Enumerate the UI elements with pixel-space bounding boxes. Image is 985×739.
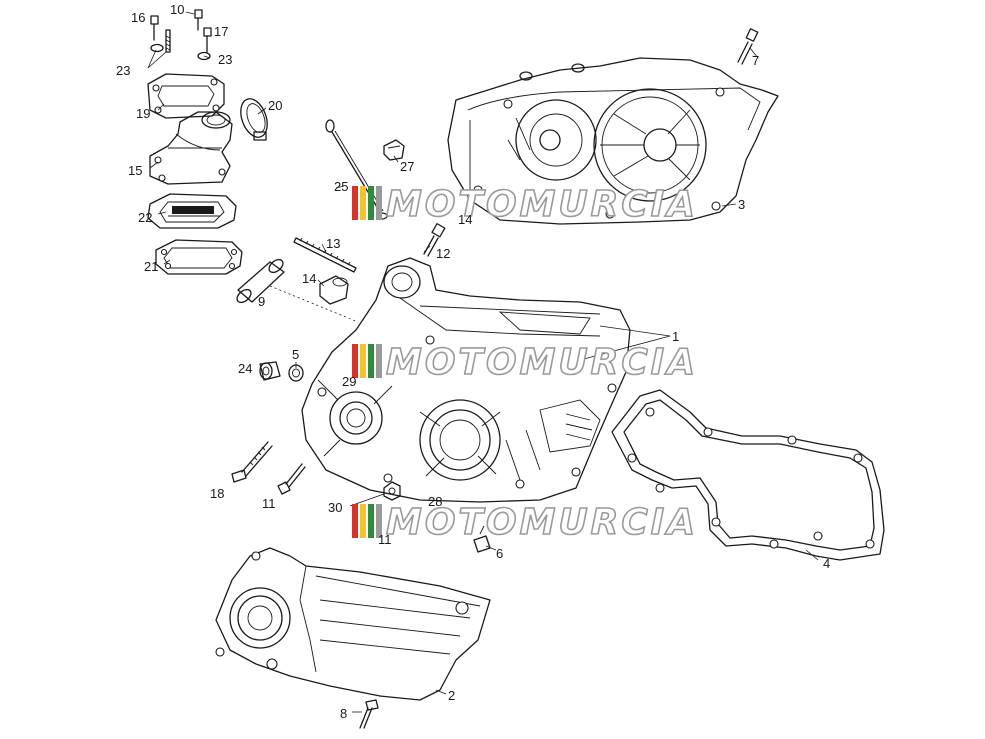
callout-23: 23 xyxy=(218,52,232,67)
bushing-alignment-line xyxy=(269,285,359,323)
clip-27 xyxy=(383,139,405,161)
intake-bolts xyxy=(150,9,212,61)
bolt-18 xyxy=(231,441,273,483)
callout-7: 7 xyxy=(752,53,759,68)
plug-24 xyxy=(259,361,281,381)
callout-16: 15 xyxy=(128,163,142,178)
callout-6: 6 xyxy=(496,546,503,561)
side-cover-2 xyxy=(215,547,491,701)
callout-11: 11 xyxy=(378,532,392,547)
intake-gasket-19 xyxy=(147,73,225,119)
callout-23: 23 xyxy=(116,63,130,78)
stud-13 xyxy=(293,237,357,273)
leader-lines xyxy=(147,11,819,713)
watermark-text: MOTOMURCIA xyxy=(386,184,698,225)
callout-22: 22 xyxy=(138,210,152,225)
hose-clamp-20 xyxy=(240,98,268,141)
watermark-logo-middle: MOTOMURCIA xyxy=(352,341,698,384)
watermark-logo-top: MOTOMURCIA xyxy=(352,183,698,226)
callout-14: 14 xyxy=(302,271,316,286)
callout-8: 8 xyxy=(340,706,347,721)
callout-24: 24 xyxy=(238,361,252,376)
callout-27: 27 xyxy=(400,159,414,174)
callout-17: 17 xyxy=(214,24,228,39)
callout-11: 11 xyxy=(262,496,276,511)
callout-29: 29 xyxy=(342,374,356,389)
callout-labels: 16 10 17 23 23 19 20 15 22 21 25 27 14 1… xyxy=(116,2,830,721)
callout-10: 10 xyxy=(170,2,184,17)
callout-19: 19 xyxy=(136,106,150,121)
transmission-cover-3 xyxy=(447,57,779,225)
callout-30: 30 xyxy=(328,500,342,515)
bolt-8 xyxy=(359,699,379,729)
watermark-text: MOTOMURCIA xyxy=(386,502,698,543)
callout-1: 1 xyxy=(672,329,679,344)
bolt-7 xyxy=(737,28,759,65)
callout-9: 9 xyxy=(258,294,265,309)
callout-13: 13 xyxy=(326,236,340,251)
intake-manifold-16 xyxy=(149,111,233,185)
crankcase-1 xyxy=(301,257,631,503)
watermark-logo-bottom: MOTOMURCIA xyxy=(352,501,698,544)
nut-30 xyxy=(383,481,401,501)
callout-12: 12 xyxy=(436,246,450,261)
bushing-9 xyxy=(236,258,285,304)
crankcase-gasket-4 xyxy=(611,389,885,561)
bolt-11 xyxy=(277,463,306,495)
callout-17: 16 xyxy=(131,10,145,25)
reed-gasket-21 xyxy=(155,239,243,275)
callout-4: 4 xyxy=(823,556,830,571)
callout-5: 5 xyxy=(292,347,299,362)
callout-3: 3 xyxy=(738,197,745,212)
bolt-12 xyxy=(423,223,446,257)
reed-valve-22 xyxy=(147,193,237,229)
callout-20: 20 xyxy=(268,98,282,113)
bushing-14 xyxy=(319,275,349,305)
callout-28: 28 xyxy=(428,494,442,509)
callout-15: 14 xyxy=(458,212,472,227)
watermark-text: MOTOMURCIA xyxy=(386,342,698,383)
callout-21: 21 xyxy=(144,259,158,274)
callout-2: 2 xyxy=(448,688,455,703)
callout-25: 25 xyxy=(334,179,348,194)
callout-18: 18 xyxy=(210,486,224,501)
